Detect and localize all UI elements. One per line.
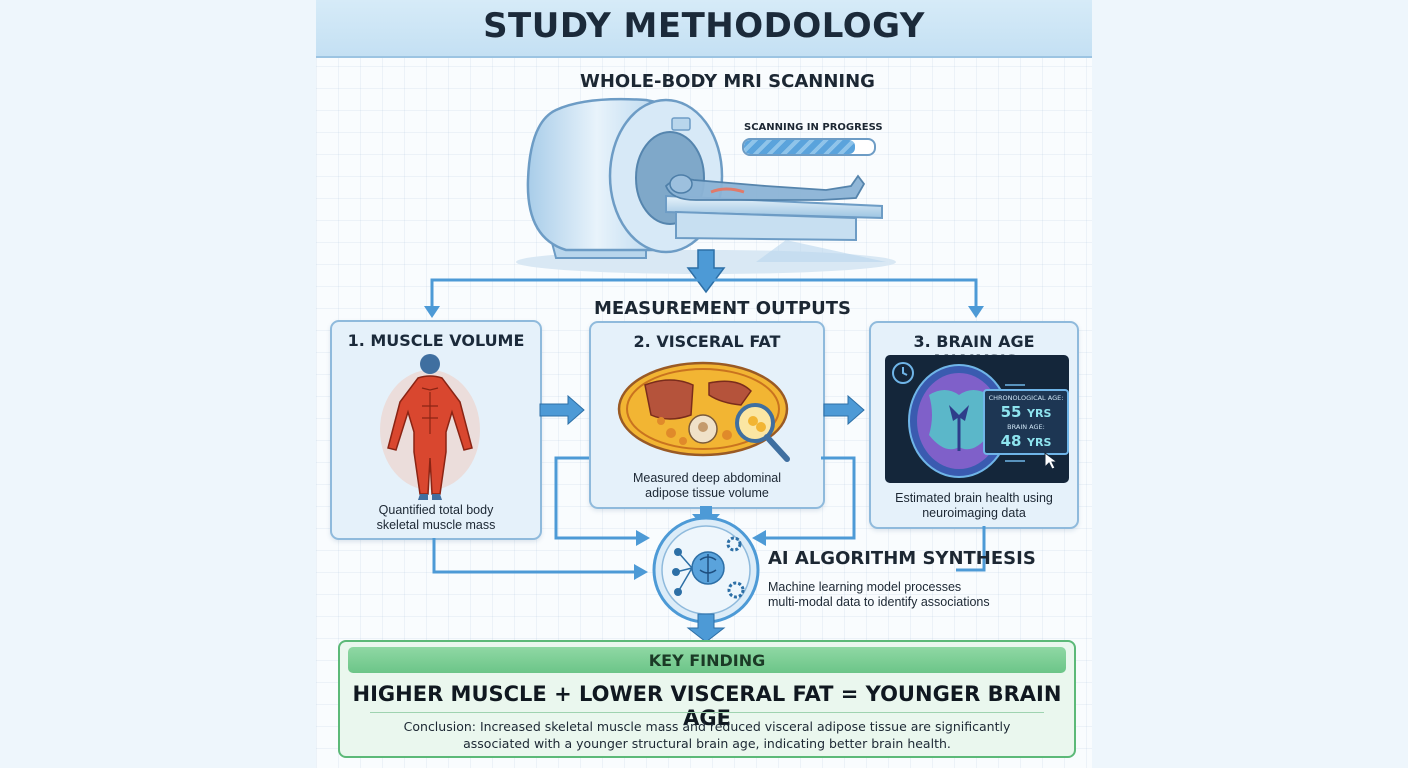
- card-brain-desc-1: Estimated brain health using: [895, 491, 1053, 505]
- card-fat-title: 2. VISCERAL FAT: [633, 332, 781, 351]
- scan-status-text: SCANNING IN PROGRESS: [744, 122, 883, 133]
- card-muscle-desc-1: Quantified total body: [378, 503, 494, 517]
- brain-age-label: BRAIN AGE:: [1007, 423, 1045, 431]
- key-finding-headline: HIGHER MUSCLE + LOWER VISCERAL FAT = YOU…: [352, 682, 1062, 730]
- brain-age-unit: YRS: [1027, 436, 1052, 449]
- page-title: STUDY METHODOLOGY: [483, 6, 925, 46]
- brain-age-value: 48: [1000, 432, 1022, 450]
- conclusion-line-2: associated with a younger structural bra…: [463, 736, 951, 751]
- key-finding-label: KEY FINDING: [648, 651, 766, 670]
- title-banner: STUDY METHODOLOGY: [316, 0, 1092, 58]
- card-muscle-title: 1. MUSCLE VOLUME: [347, 331, 525, 350]
- ai-desc-1: Machine learning model processes: [768, 580, 962, 594]
- card-fat-desc-1: Measured deep abdominal: [632, 471, 782, 485]
- ai-section-title: AI ALGORITHM SYNTHESIS: [768, 548, 1036, 569]
- ai-desc-2: multi-modal data to identify association…: [768, 595, 990, 609]
- chronological-age-value: 55: [1000, 403, 1022, 421]
- infographic-panel: STUDY METHODOLOGY WHOLE-BODY MRI SCANNIN…: [316, 0, 1092, 768]
- conclusion-line-1: Conclusion: Increased skeletal muscle ma…: [403, 719, 1011, 734]
- chronological-age-label: CHRONOLOGICAL AGE:: [988, 394, 1064, 402]
- card-visceral-fat: 2. VISCERAL FAT Measured deep abdominal …: [589, 321, 825, 509]
- mri-scanner-illustration: [424, 97, 984, 318]
- card-brain-desc-2: neuroimaging data: [922, 506, 1026, 520]
- key-finding-box: KEY FINDING HIGHER MUSCLE + LOWER VISCER…: [338, 640, 1076, 758]
- card-fat-desc-2: adipose tissue volume: [645, 486, 769, 500]
- key-finding-divider: [370, 712, 1044, 713]
- scan-progress-fill: [744, 140, 855, 154]
- mri-section-title: WHOLE-BODY MRI SCANNING: [580, 71, 875, 92]
- key-finding-conclusion: Conclusion: Increased skeletal muscle ma…: [370, 718, 1044, 752]
- scan-progress-bar: [742, 138, 876, 156]
- key-finding-header: KEY FINDING: [348, 647, 1066, 673]
- cursor-icon: [1044, 452, 1059, 470]
- age-readout-box: CHRONOLOGICAL AGE: 55 YRS BRAIN AGE: 48 …: [983, 389, 1069, 455]
- outputs-section-title: MEASUREMENT OUTPUTS: [594, 298, 851, 319]
- card-muscle-desc-2: skeletal muscle mass: [376, 518, 496, 532]
- chronological-age-readout: 55 YRS: [985, 402, 1067, 421]
- flow-connectors: [432, 394, 986, 643]
- muscle-figure-icon: [380, 354, 480, 500]
- brain-scan-screen: CHRONOLOGICAL AGE: 55 YRS BRAIN AGE: 48 …: [885, 355, 1069, 483]
- abdominal-scan-icon: [617, 361, 790, 462]
- chronological-age-unit: YRS: [1027, 407, 1052, 420]
- brain-age-readout: 48 YRS: [985, 431, 1067, 450]
- card-muscle-volume: 1. MUSCLE VOLUME Quantified total body s…: [330, 320, 542, 540]
- card-brain-age: 3. BRAIN AGE ANALYSIS CHRONOLOGICAL AGE:…: [869, 321, 1079, 529]
